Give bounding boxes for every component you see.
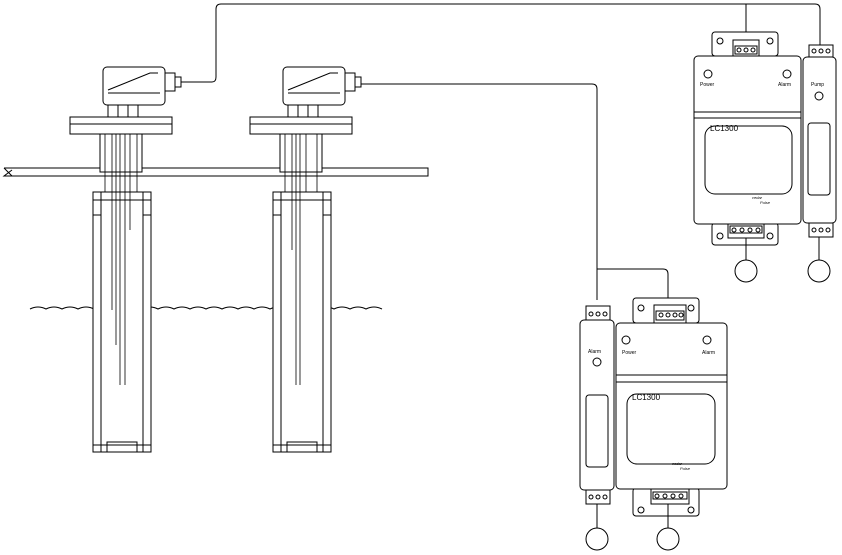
power-label: Power <box>622 350 637 356</box>
stilling-tube <box>272 191 332 453</box>
alarm-led-icon <box>702 335 712 345</box>
signal-cables <box>180 3 821 305</box>
power-label: Power <box>700 82 715 88</box>
alarm-led-icon <box>782 69 792 79</box>
level-probe-right <box>249 66 362 453</box>
flange <box>249 116 353 135</box>
power-led-icon <box>703 69 713 79</box>
tank-top <box>2 167 429 177</box>
side-module-upper: Pump <box>802 44 837 283</box>
terminal-block-top <box>808 44 834 58</box>
status-led-icon <box>814 91 824 101</box>
module-label: Pump <box>811 82 824 88</box>
stilling-tube <box>92 191 152 453</box>
model-label: LC1300 <box>632 393 661 402</box>
model-label: LC1300 <box>710 124 739 133</box>
brand-logo-line1: cedar <box>752 195 763 200</box>
alarm-device-icon <box>585 527 609 551</box>
controller-upper: Power Alarm LC1300 cedar Pulse <box>693 31 802 283</box>
controller-window <box>626 393 716 465</box>
cable-branch-lower-controller <box>597 268 669 305</box>
brand-logo-line2: Pulse <box>760 200 771 205</box>
controller-window <box>704 125 793 195</box>
flange <box>69 116 173 135</box>
brand-logo-line1: cedar <box>672 461 683 466</box>
module-label: Alarm <box>588 349 601 355</box>
cable-right-sensor <box>356 83 598 300</box>
controller-lower: Power Alarm LC1300 cedar Pulse <box>615 297 728 551</box>
terminal-block-bottom <box>585 489 611 505</box>
output-device-icon <box>734 259 758 283</box>
module-housing <box>579 319 615 491</box>
terminal-block-bottom <box>650 488 690 505</box>
cable-left-sensor <box>180 3 821 83</box>
status-led-icon <box>592 357 602 367</box>
power-led-icon <box>621 335 631 345</box>
output-device-icon <box>656 527 680 551</box>
alarm-label: Alarm <box>778 82 791 88</box>
pump-icon <box>807 259 831 283</box>
terminal-block-bottom <box>808 222 834 238</box>
level-probe-left <box>69 66 182 453</box>
brand-logo-line2: Pulse <box>680 466 691 471</box>
cable-gland <box>344 72 356 92</box>
side-module-lower: Alarm <box>579 305 615 551</box>
cable-gland <box>164 72 176 92</box>
alarm-label: Alarm <box>702 350 715 356</box>
